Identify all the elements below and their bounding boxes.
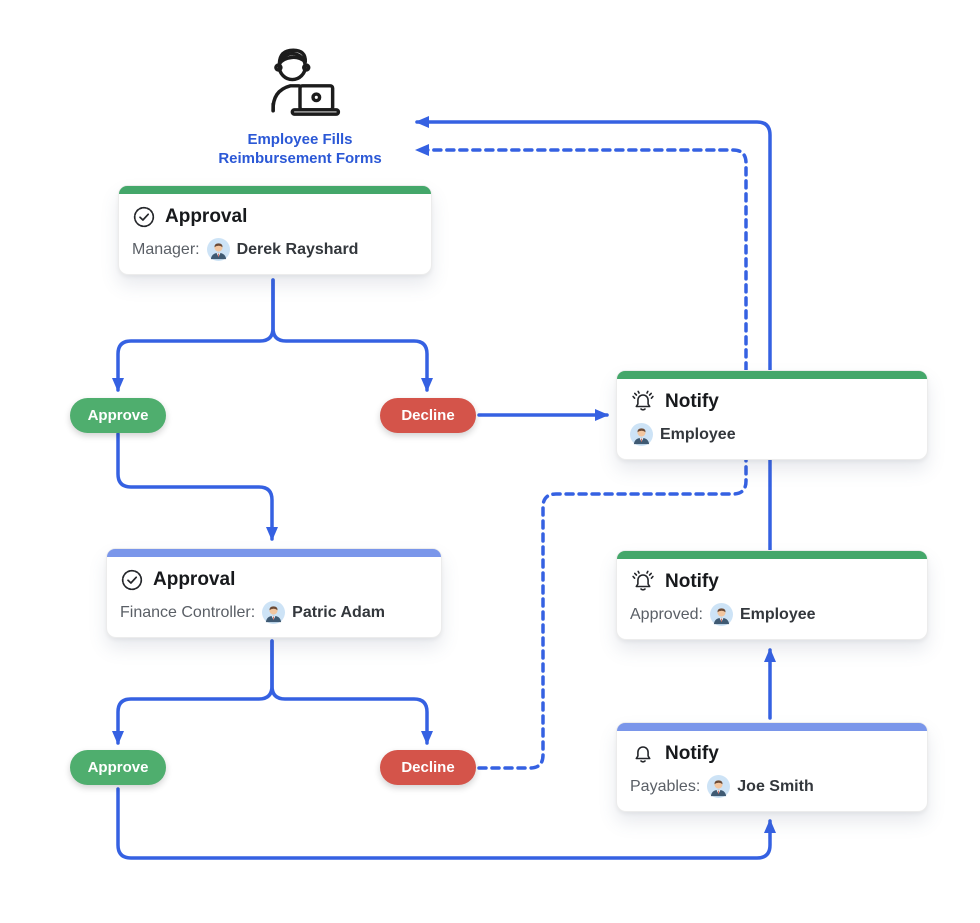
person-at-laptop-icon bbox=[252, 40, 348, 127]
node-person: Derek Rayshard bbox=[236, 240, 359, 258]
start-node-label: Employee Fills Reimbursement Forms bbox=[218, 131, 382, 167]
decline-button-manager[interactable]: Decline bbox=[380, 398, 476, 433]
node-approval-finance[interactable]: Approval Finance Controller: Patric Adam bbox=[106, 548, 442, 638]
edge-approval2-approve2 bbox=[112, 639, 274, 745]
node-role-label: Approved: bbox=[630, 605, 703, 623]
card-top-bar bbox=[617, 371, 927, 379]
approve-button-finance[interactable]: Approve bbox=[70, 750, 166, 785]
node-title: Notify bbox=[665, 743, 719, 764]
card-top-bar bbox=[617, 551, 927, 559]
avatar bbox=[630, 423, 653, 446]
edge-approved-start bbox=[415, 116, 772, 553]
edge-approve2-notify-payables bbox=[116, 787, 776, 860]
edge-approve1-approval2 bbox=[116, 432, 278, 541]
node-notify-payables[interactable]: Notify Payables: Joe Smith bbox=[616, 722, 928, 812]
node-person: Joe Smith bbox=[737, 777, 814, 795]
node-person: Employee bbox=[660, 425, 736, 443]
bell-ringing-icon bbox=[630, 390, 656, 414]
avatar bbox=[206, 238, 230, 261]
node-title: Approval bbox=[165, 206, 248, 227]
card-top-bar bbox=[617, 723, 927, 731]
node-title: Notify bbox=[665, 391, 719, 412]
seal-check-icon bbox=[132, 205, 156, 229]
node-person: Patric Adam bbox=[292, 603, 385, 621]
node-title: Approval bbox=[153, 569, 236, 590]
avatar bbox=[262, 601, 286, 624]
node-role-label: Payables: bbox=[630, 777, 701, 795]
avatar bbox=[709, 603, 733, 626]
node-notify-approved[interactable]: Notify Approved: Employee bbox=[616, 550, 928, 640]
seal-check-icon bbox=[120, 568, 144, 592]
bell-icon bbox=[630, 742, 656, 766]
node-approval-manager[interactable]: Approval Manager: Derek Rayshard bbox=[118, 185, 432, 275]
approve-button-manager[interactable]: Approve bbox=[70, 398, 166, 433]
edge-decline2-start-dashed bbox=[415, 144, 748, 770]
node-notify-employee[interactable]: Notify Employee bbox=[616, 370, 928, 460]
card-top-bar bbox=[119, 186, 431, 194]
bell-ringing-icon bbox=[630, 570, 656, 594]
decline-button-finance[interactable]: Decline bbox=[380, 750, 476, 785]
node-role-label: Manager: bbox=[132, 240, 200, 258]
node-person: Employee bbox=[739, 605, 816, 623]
card-top-bar bbox=[107, 549, 441, 557]
edge-approval1-decline1 bbox=[271, 278, 433, 392]
edge-approval2-decline2 bbox=[270, 639, 433, 745]
node-title: Notify bbox=[665, 571, 719, 592]
node-role-label: Finance Controller: bbox=[120, 603, 256, 621]
avatar bbox=[707, 775, 731, 798]
edge-approval1-approve1 bbox=[112, 278, 275, 392]
start-node-employee-fills-forms[interactable]: Employee Fills Reimbursement Forms bbox=[200, 40, 400, 168]
